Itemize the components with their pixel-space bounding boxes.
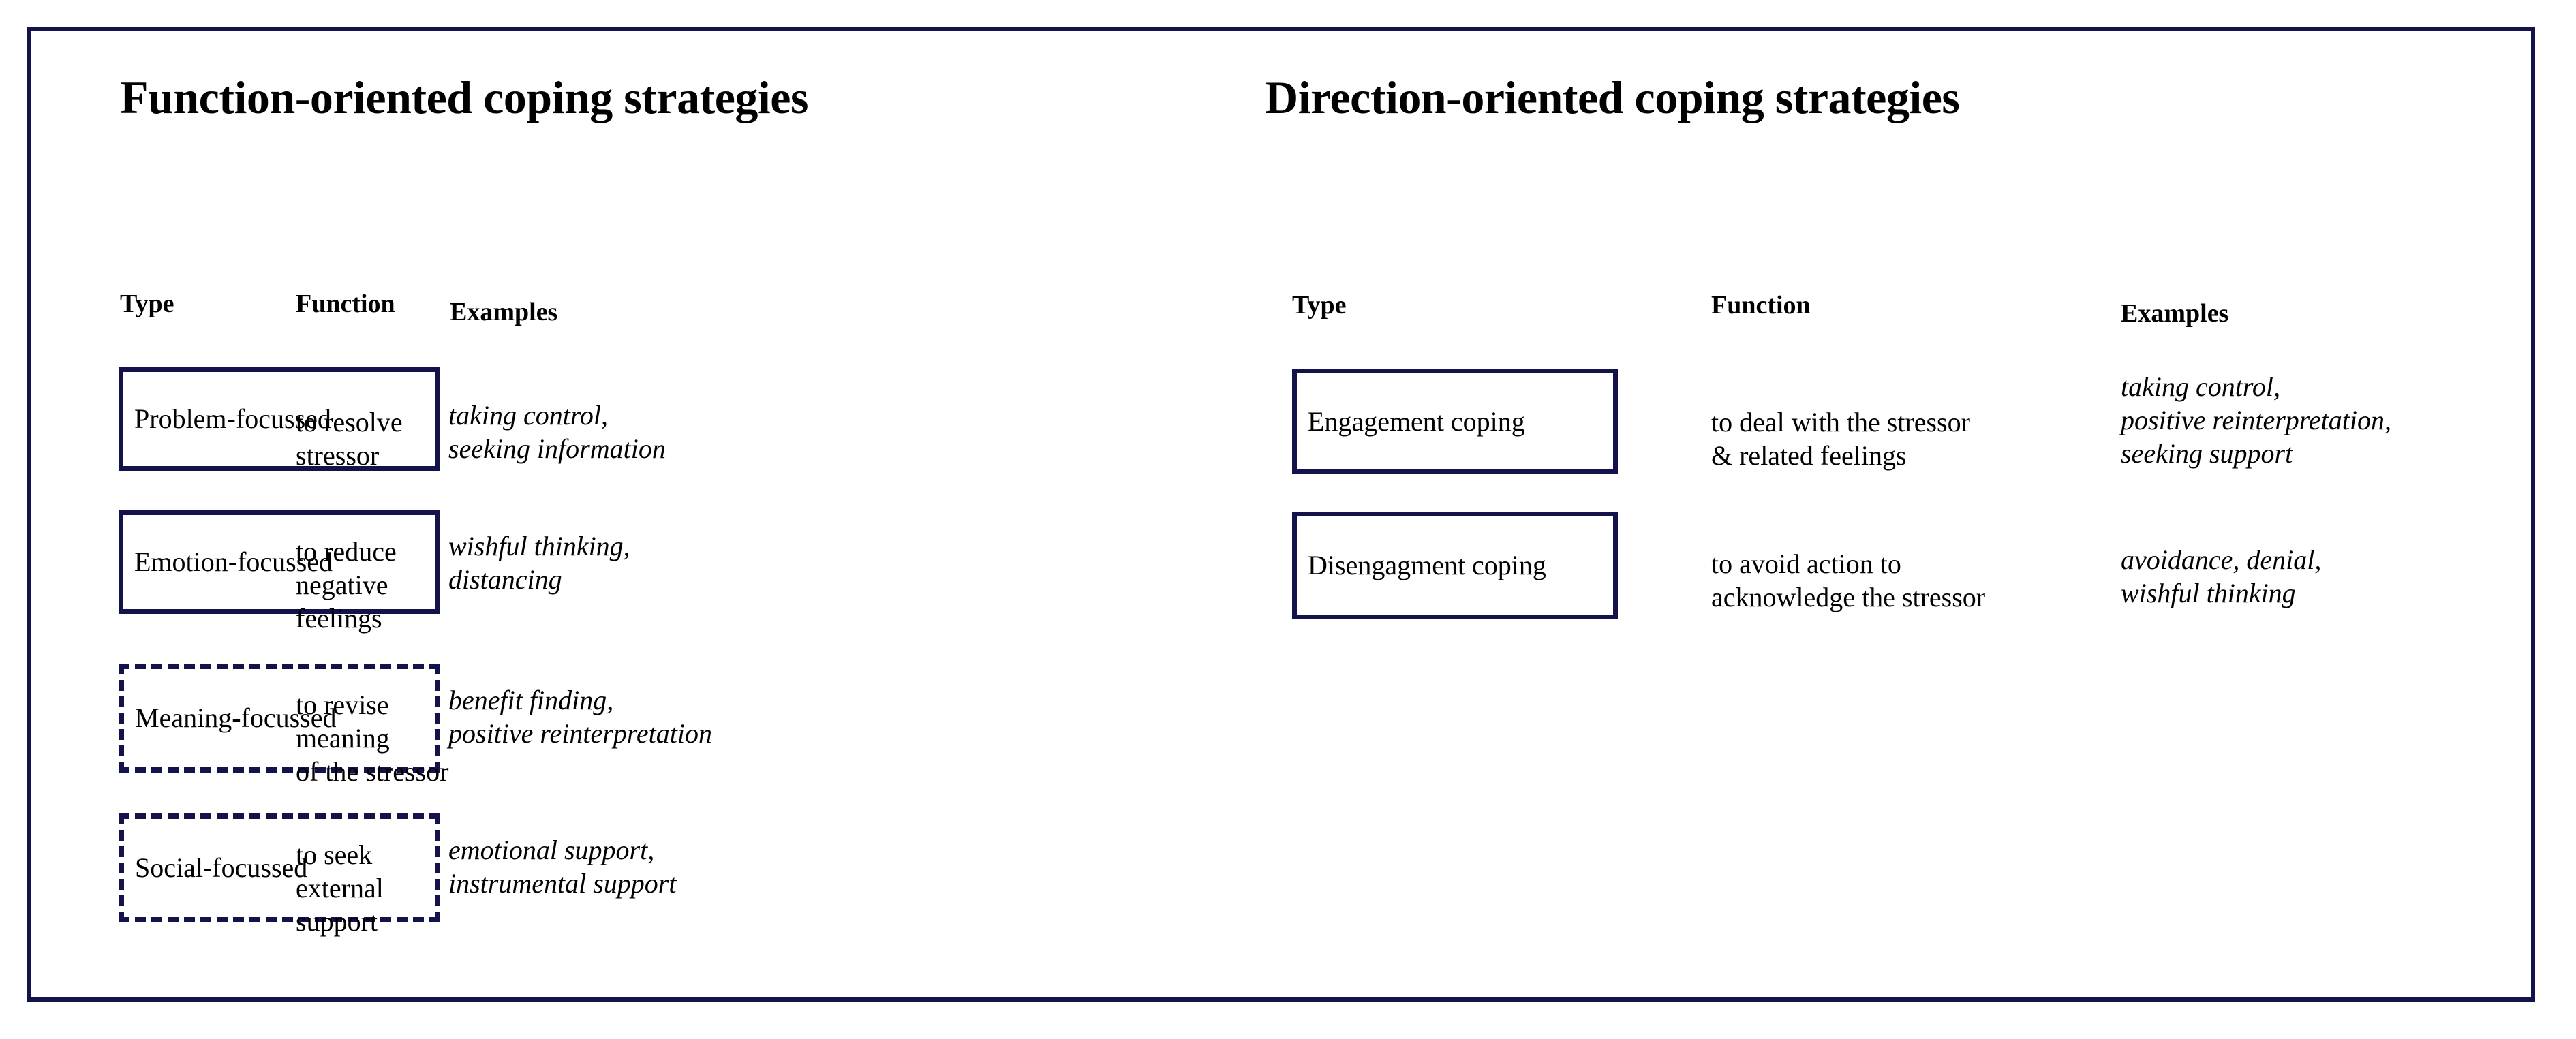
examples-text-problem-focussed: taking control, seeking information — [448, 400, 666, 464]
column-header-examples: Examples — [450, 298, 558, 326]
type-box-problem-focussed[interactable]: Problem-focussed — [119, 367, 440, 471]
column-header-function: Function — [296, 290, 395, 318]
type-box-disengagment-coping[interactable]: Disengagment coping — [1292, 512, 1618, 619]
function-text-meaning-focussed: to revise meaning of the stressor — [296, 689, 449, 787]
figure-frame: Function-oriented coping strategies Type… — [27, 27, 2535, 1002]
type-label: Social-focussed — [135, 852, 308, 883]
function-text-engagement-coping: to deal with the stressor & related feel… — [1711, 407, 1970, 471]
function-text-social-focussed: to seek external support — [296, 839, 384, 937]
function-text-problem-focussed: to resolve stressor — [296, 407, 403, 471]
examples-text-meaning-focussed: benefit finding, positive reinterpretati… — [448, 685, 712, 749]
panel-title-direction-oriented: Direction-oriented coping strategies — [1265, 72, 1960, 123]
type-label: Disengagment coping — [1308, 550, 1546, 580]
type-label: Meaning-focussed — [135, 702, 337, 733]
panel-direction-oriented: Direction-oriented coping strategies Typ… — [1265, 31, 2539, 997]
function-text-emotion-focussed: to reduce negative feelings — [296, 536, 397, 634]
column-header-type: Type — [120, 290, 174, 318]
type-label: Engagement coping — [1308, 405, 1525, 437]
examples-text-emotion-focussed: wishful thinking, distancing — [448, 531, 630, 595]
type-box-engagement-coping[interactable]: Engagement coping — [1292, 369, 1618, 474]
type-label: Problem-focussed — [134, 403, 331, 434]
type-box-emotion-focussed[interactable]: Emotion-focussed — [119, 510, 440, 614]
type-box-social-focussed[interactable]: Social-focussed — [119, 813, 440, 922]
examples-text-disengagment-coping: avoidance, denial, wishful thinking — [2121, 544, 2322, 608]
examples-text-engagement-coping: taking control, positive reinterpretatio… — [2121, 371, 2391, 469]
type-box-meaning-focussed[interactable]: Meaning-focussed — [119, 664, 440, 773]
panel-function-oriented: Function-oriented coping strategies Type… — [31, 31, 1265, 997]
panel-title-function-oriented: Function-oriented coping strategies — [120, 72, 808, 123]
column-header-function: Function — [1711, 291, 1811, 320]
type-label: Emotion-focussed — [134, 546, 333, 577]
examples-text-social-focussed: emotional support, instrumental support — [448, 835, 677, 899]
column-header-examples: Examples — [2121, 299, 2229, 328]
column-header-type: Type — [1292, 291, 1347, 320]
function-text-disengagment-coping: to avoid action to acknowledge the stres… — [1711, 548, 1986, 612]
